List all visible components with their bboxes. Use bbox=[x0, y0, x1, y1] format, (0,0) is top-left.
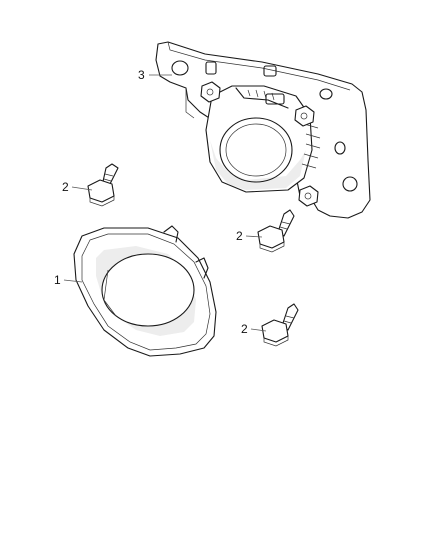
bolt-upper-left bbox=[87, 163, 119, 207]
bezel-opening bbox=[101, 253, 195, 327]
callout-2-middle: 2 bbox=[236, 229, 263, 243]
callout-label: 1 bbox=[54, 273, 61, 287]
callout-label: 3 bbox=[138, 68, 145, 82]
callout-label: 2 bbox=[236, 229, 243, 243]
sensor-bracket-assembly bbox=[155, 41, 371, 219]
sensor-connector bbox=[265, 93, 285, 105]
bolt-middle-right bbox=[257, 209, 295, 253]
callout-2-lower: 2 bbox=[241, 322, 267, 336]
sensor-housing bbox=[205, 85, 313, 193]
bolt-lower-right bbox=[261, 303, 299, 347]
bracket-hole-upper bbox=[171, 60, 189, 76]
bracket-hole-right-top bbox=[319, 88, 333, 100]
bezel-clip-right bbox=[195, 257, 209, 279]
sensor-mount-nut-right bbox=[294, 105, 315, 127]
sensor-mount-nut-lower bbox=[298, 185, 319, 207]
callout-1: 1 bbox=[54, 273, 83, 287]
sensor-lens bbox=[219, 117, 293, 183]
callout-3: 3 bbox=[138, 68, 172, 82]
sensor-mount-nut-upper bbox=[200, 81, 221, 103]
callout-label: 2 bbox=[62, 180, 69, 194]
bracket-tab-top bbox=[263, 65, 277, 77]
bracket-hole-right-mid bbox=[334, 141, 346, 155]
bracket-hole-right-low bbox=[342, 176, 358, 192]
bezel bbox=[73, 225, 217, 357]
bezel-clip-top bbox=[163, 225, 179, 243]
callout-label: 2 bbox=[241, 322, 248, 336]
bracket-tab-left bbox=[205, 61, 217, 75]
callout-2-upper: 2 bbox=[62, 180, 93, 194]
